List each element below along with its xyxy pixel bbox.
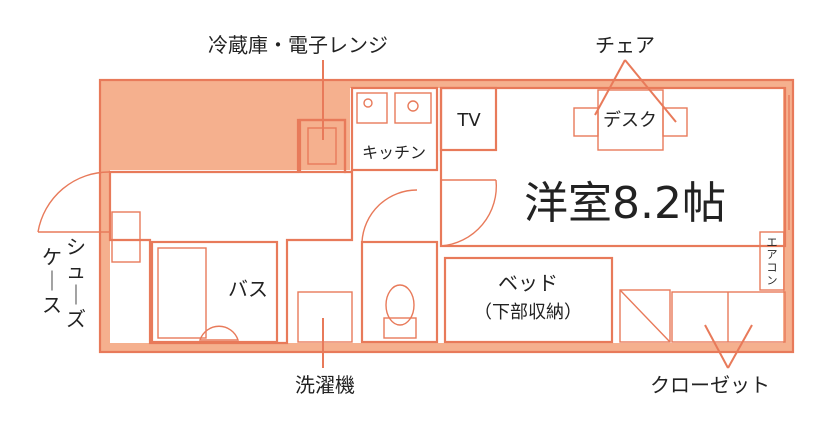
bed-note-label: （下部収納）: [474, 302, 582, 323]
shoe-char: ｜: [42, 269, 62, 293]
room-label: 洋室8.2帖: [524, 178, 726, 229]
kitchen-counter: [350, 86, 439, 172]
main-room: [439, 86, 787, 248]
air-conditioner-label: エ ア コ ン: [767, 236, 778, 287]
room-door-swing: [440, 179, 498, 247]
entrance-door-swing: [37, 171, 111, 233]
ac-char: コ: [767, 261, 778, 274]
entrance-fill: [100, 170, 110, 350]
tv-label: TV: [456, 110, 481, 131]
bath-room: [150, 240, 279, 344]
outer-wall: [98, 78, 795, 354]
shoe-char: ス: [42, 293, 62, 317]
kitchen-label: キッチン: [362, 143, 426, 162]
closet-leader-right: [727, 324, 753, 369]
bath-sink: [199, 325, 239, 341]
shoe-char: シ: [66, 235, 86, 259]
chair-leader-left: [594, 59, 626, 116]
fridge-microwave-label: 冷蔵庫・電子レンジ: [208, 33, 388, 57]
toilet-room: [360, 240, 439, 344]
closet-leader-left: [704, 324, 729, 369]
shoe-case-label: シ ュ ｜ ズ ケ ｜ ス: [42, 235, 86, 331]
desk-label: デスク: [603, 110, 657, 131]
sink-drain: [407, 100, 419, 112]
chair-label: チェア: [595, 33, 655, 57]
shoe-case: [111, 211, 141, 263]
toilet-tank: [383, 317, 417, 339]
bottom-wall-fill: [100, 343, 790, 352]
shoe-char: ｜: [66, 283, 86, 307]
shoe-char: ズ: [66, 307, 86, 331]
hall-floor: [108, 118, 354, 345]
toilet-door-swing: [361, 189, 418, 243]
shoe-char: ケ: [42, 245, 62, 269]
ac-char: ア: [767, 248, 778, 261]
washing-machine-label: 洗濯機: [295, 373, 355, 397]
top-wall-fill: [350, 80, 793, 88]
air-conditioner-box: [759, 231, 785, 291]
ac-char: ン: [767, 274, 778, 287]
stove-burner: [363, 98, 373, 108]
closet-left-diagonal: [619, 289, 671, 343]
chair-left: [573, 107, 599, 137]
tv-stand: [439, 86, 498, 152]
chair-leader-right: [624, 59, 677, 123]
entrance-corridor-fill: [100, 80, 350, 170]
kitchen-sink: [394, 92, 432, 124]
bed-label: ベッド: [498, 271, 558, 295]
bath-label: バス: [228, 277, 268, 301]
closet-left: [619, 289, 671, 343]
toilet-bowl: [385, 284, 415, 326]
chair-right: [662, 107, 688, 137]
right-wall-fill: [783, 80, 793, 352]
shoe-char: ュ: [66, 259, 86, 283]
washing-machine-box: [297, 291, 353, 343]
bed: [443, 256, 614, 344]
kitchen-stove: [356, 92, 388, 124]
closet-label: クローゼット: [650, 373, 770, 397]
ac-char: エ: [767, 236, 778, 249]
bathtub: [157, 247, 207, 339]
